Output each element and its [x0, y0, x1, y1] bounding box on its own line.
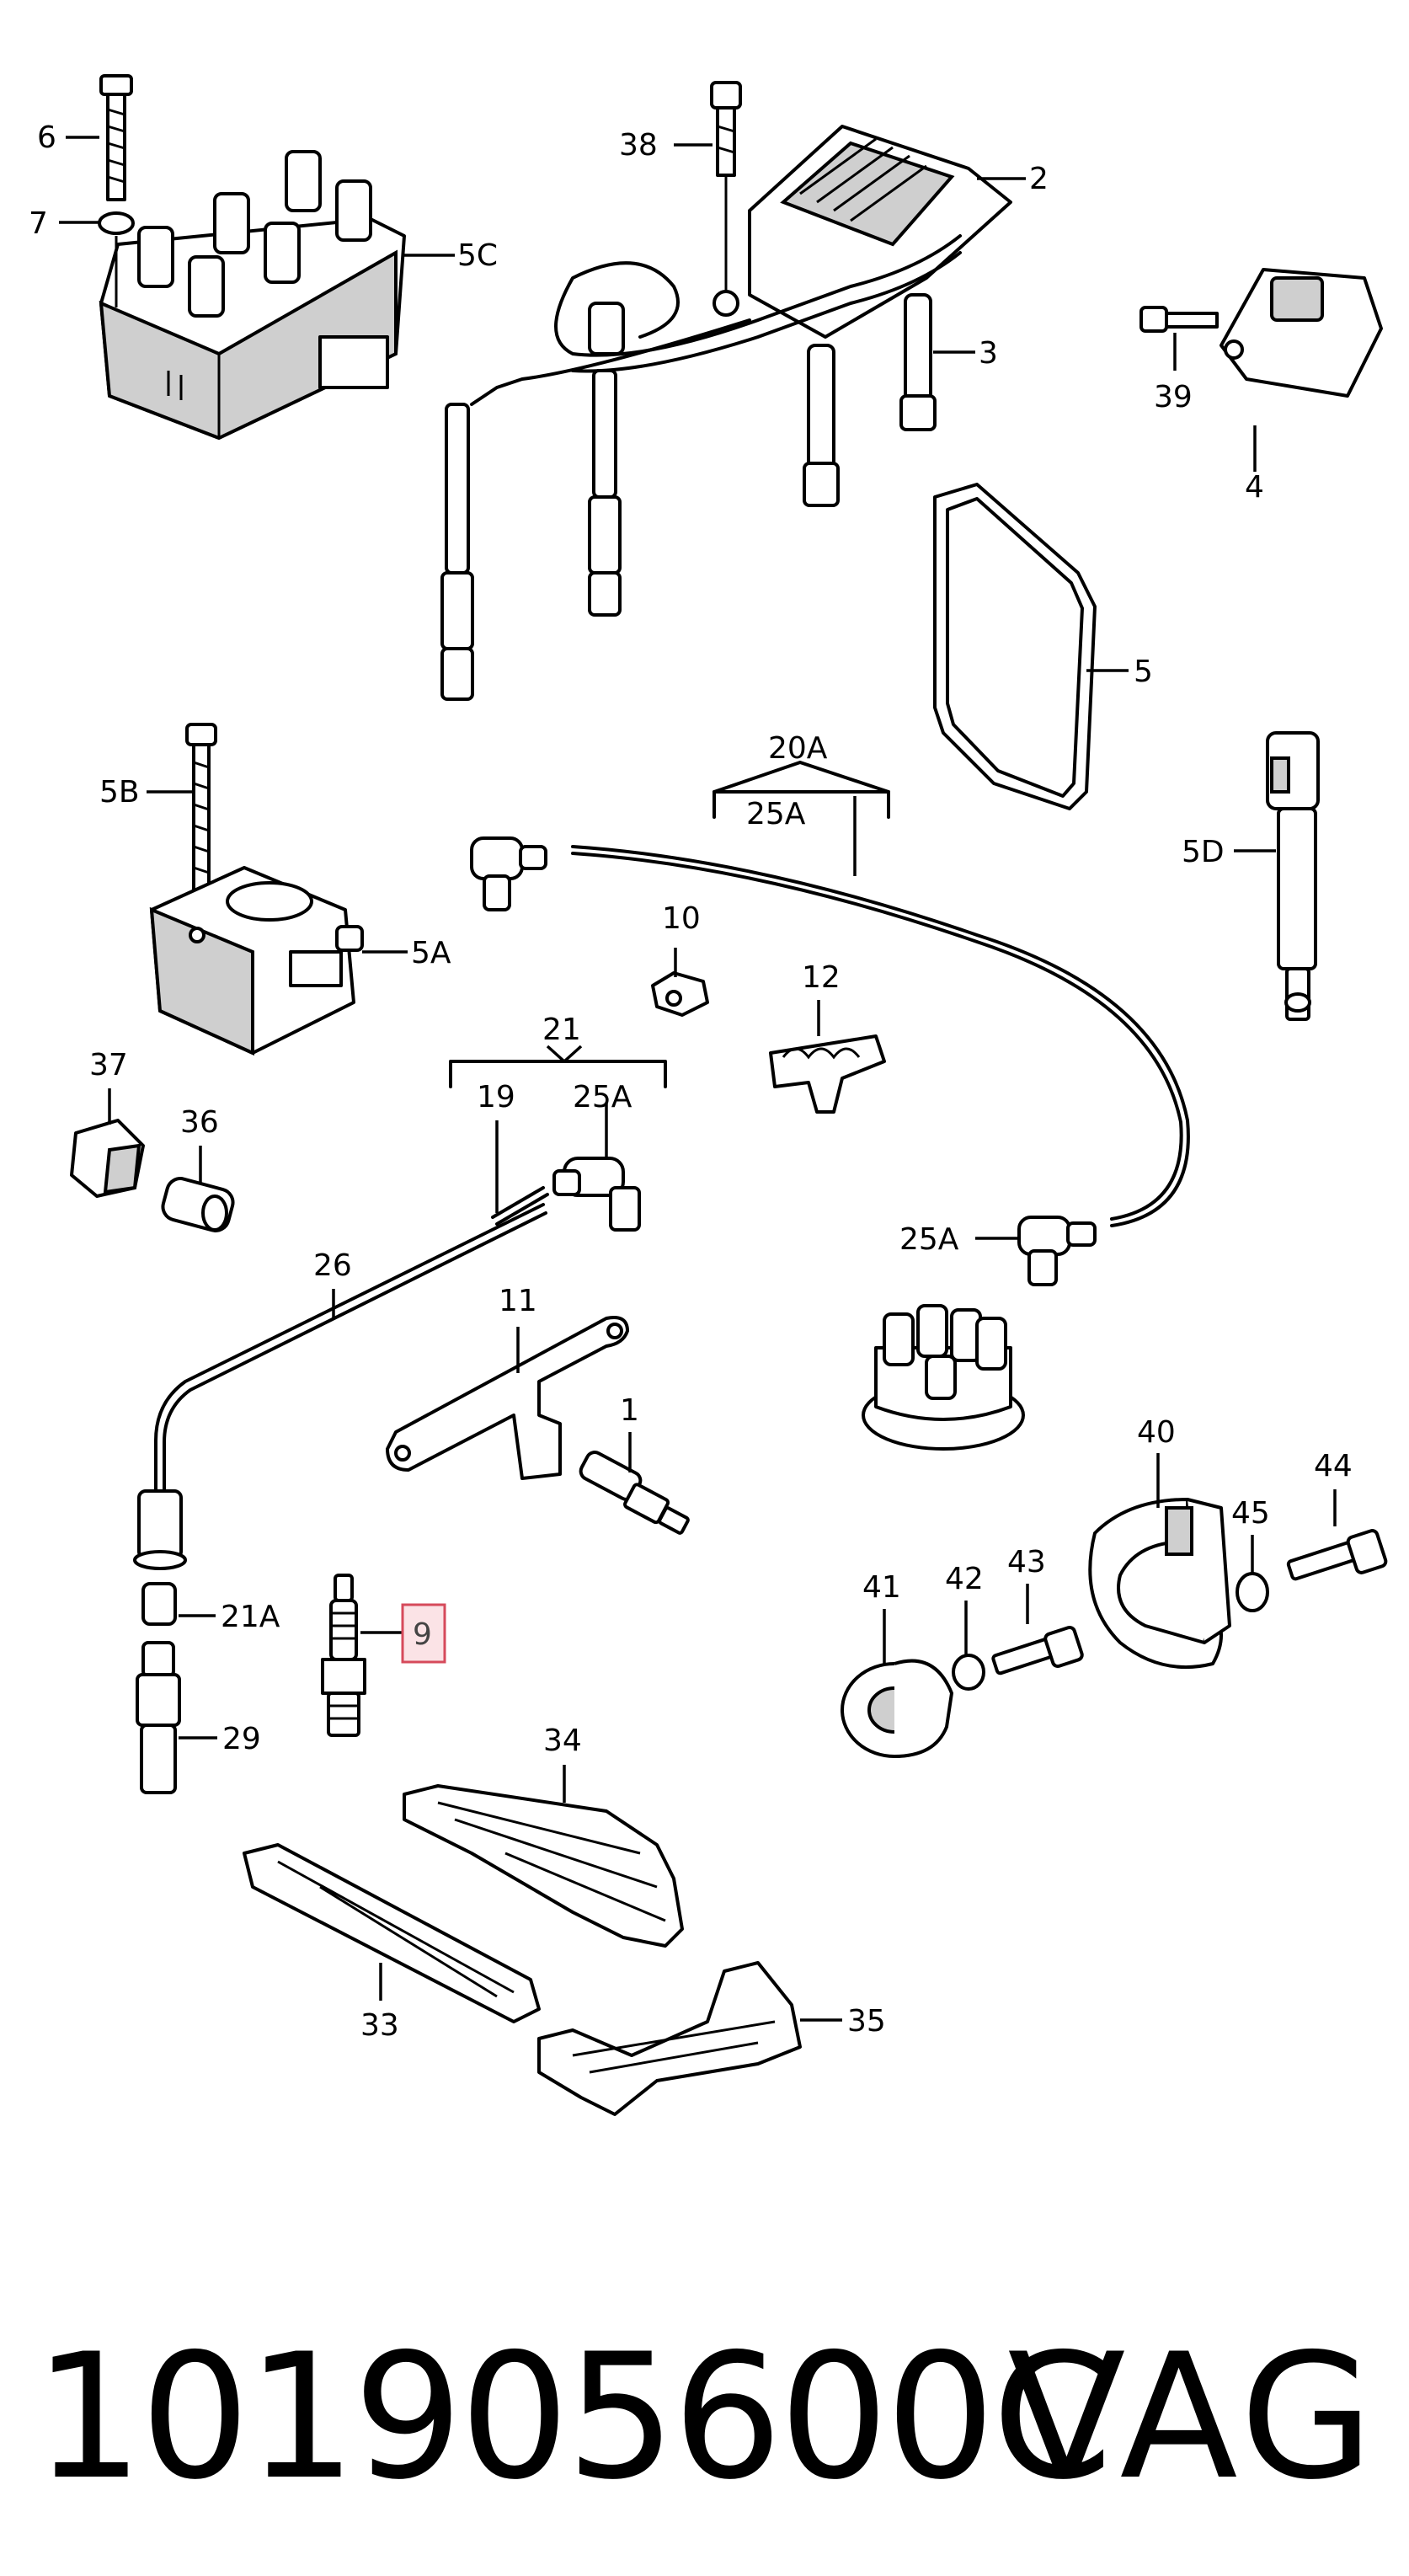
label-19: 19: [477, 1080, 515, 1114]
washer-45: [1236, 1572, 1269, 1612]
highlight-box-9: [401, 1603, 446, 1664]
label-5c: 5C: [457, 238, 498, 273]
label-25a-low: 25A: [899, 1222, 959, 1257]
label-40: 40: [1137, 1415, 1176, 1450]
bolt-6: [99, 74, 133, 201]
label-3: 3: [979, 336, 998, 371]
sensor-4: [1220, 268, 1383, 398]
bolt-44: [1286, 1529, 1388, 1581]
label-1: 1: [620, 1393, 639, 1428]
part-37: [70, 1119, 145, 1198]
label-7: 7: [29, 206, 48, 241]
label-12: 12: [802, 960, 841, 995]
label-6: 6: [37, 120, 56, 155]
connector-25a-top: [470, 836, 547, 911]
label-20a: 20A: [768, 731, 828, 766]
spark-plug-9: [321, 1574, 366, 1737]
label-34: 34: [543, 1724, 582, 1758]
label-33: 33: [360, 2008, 399, 2043]
bracket-40: [1088, 1498, 1231, 1670]
washer-42: [952, 1654, 985, 1691]
sensor-1: [579, 1451, 690, 1535]
coil-pack-5c: [99, 150, 406, 441]
label-25a-mid: 25A: [573, 1080, 632, 1114]
bracket-11: [386, 1316, 629, 1480]
label-9: 9: [413, 1617, 432, 1652]
label-5d: 5D: [1182, 835, 1225, 869]
distributor-cap: [862, 1304, 1025, 1451]
bolt-5b: [185, 723, 217, 911]
label-5: 5: [1134, 655, 1153, 689]
part-21a: [141, 1582, 177, 1626]
damper-41: [841, 1659, 953, 1758]
label-35: 35: [847, 2004, 886, 2039]
brand-name: VAG: [1007, 2317, 1379, 2518]
label-44: 44: [1314, 1449, 1353, 1483]
label-36: 36: [180, 1105, 219, 1140]
label-42: 42: [945, 1562, 984, 1596]
bolt-43: [991, 1625, 1084, 1675]
cover-35: [537, 1961, 802, 2116]
lead-26: [133, 1203, 547, 1570]
part-36: [161, 1177, 235, 1232]
ignition-leads-3: [440, 234, 962, 701]
label-10: 10: [662, 901, 701, 936]
label-21: 21: [542, 1013, 581, 1047]
ignition-module-2: [748, 125, 1012, 339]
label-41: 41: [862, 1570, 901, 1605]
label-2: 2: [1029, 162, 1049, 196]
washer-7: [98, 211, 135, 235]
lead-19: [491, 1157, 641, 1232]
label-21a: 21A: [221, 1600, 280, 1634]
lead-20a: [571, 845, 1190, 1227]
label-37: 37: [89, 1048, 128, 1082]
label-43: 43: [1007, 1545, 1046, 1579]
label-25a-top: 25A: [746, 797, 806, 831]
gasket-5: [933, 483, 1097, 810]
label-5a: 5A: [411, 936, 451, 970]
part-29: [136, 1641, 181, 1794]
bolt-38: [710, 81, 742, 177]
label-26: 26: [313, 1248, 352, 1283]
lead-holder-12: [769, 1034, 886, 1114]
label-29: 29: [222, 1722, 261, 1756]
part-number: 101905600C: [34, 2317, 1113, 2518]
label-5b: 5B: [99, 775, 140, 810]
label-4: 4: [1245, 470, 1264, 505]
label-38: 38: [619, 128, 658, 163]
cover-34: [403, 1784, 684, 1948]
connector-25a-lower: [1017, 1216, 1097, 1286]
label-45: 45: [1231, 1496, 1270, 1531]
clip-10: [651, 971, 709, 1017]
pencil-coil-5d: [1266, 731, 1320, 1021]
coil-5a: [149, 866, 364, 1056]
label-11: 11: [499, 1284, 537, 1318]
bolt-39: [1139, 306, 1219, 333]
leader-lines: [59, 136, 1337, 2022]
label-39: 39: [1154, 380, 1193, 414]
cover-33: [243, 1843, 541, 2023]
callout-labels: 6 7 5C 38 2 3 39 4 5 5B 5A 20A 25A 5D 10…: [29, 120, 1353, 2043]
